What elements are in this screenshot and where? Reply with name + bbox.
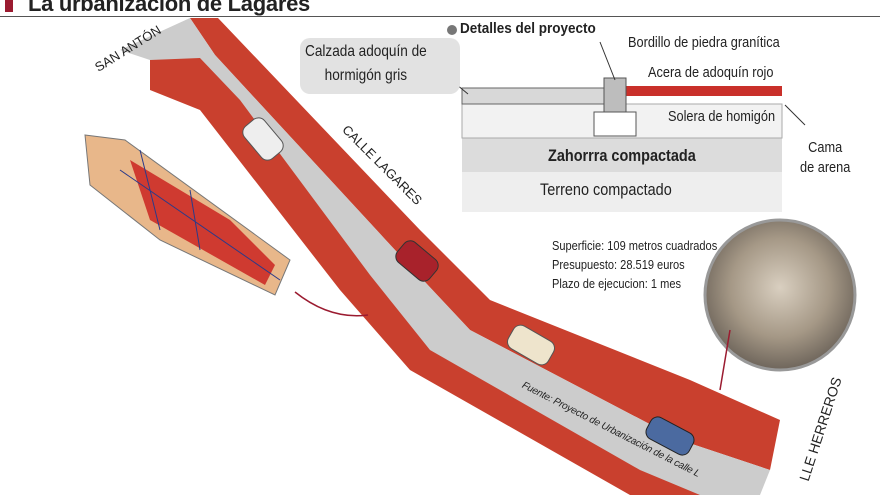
sidewalk-south xyxy=(150,58,700,495)
calzada-line-1: Calzada adoquín de xyxy=(305,43,427,60)
cama-line-1: Cama xyxy=(808,139,843,156)
zahorra-layer xyxy=(462,138,782,172)
zahorra-label: Zahorrra compactada xyxy=(548,146,696,165)
calzada-label-box xyxy=(300,38,460,94)
car-red xyxy=(395,240,439,282)
stat-surface: Superficie: 109 metros cuadrados xyxy=(552,238,718,253)
solera-label: Solera de homigón xyxy=(668,108,776,125)
adoquin-gris xyxy=(461,87,605,105)
cama-line-2: de arena xyxy=(800,159,851,176)
bordillo-label: Bordillo de piedra granítica xyxy=(628,34,780,51)
arrow xyxy=(294,291,369,317)
project-stats: Superficie: 109 metros cuadrados Presupu… xyxy=(552,236,717,293)
title-marker xyxy=(5,0,13,12)
calzada-label: Calzada adoquín de hormigón gris xyxy=(305,40,427,88)
acera-roja xyxy=(625,86,782,96)
details-heading: Detalles del proyecto xyxy=(460,20,596,37)
terreno-layer xyxy=(462,172,782,212)
car-blue xyxy=(645,416,695,456)
details-bullet xyxy=(447,25,457,35)
stat-budget: Presupuesto: 28.519 euros xyxy=(552,257,685,272)
page-title: La urbanización de Lagares xyxy=(28,0,310,16)
calzada-line-2: hormigón gris xyxy=(324,67,408,84)
stat-duration: Plazo de ejecucion: 1 mes xyxy=(552,276,682,291)
acera-label: Acera de adoquín rojo xyxy=(648,64,774,81)
site-photo xyxy=(703,218,857,372)
cama-label: Cama de arena xyxy=(800,138,850,178)
sidewalk-north xyxy=(190,18,780,470)
road xyxy=(120,18,770,495)
car-white-1 xyxy=(242,117,284,161)
terreno-label: Terreno compactado xyxy=(540,180,672,199)
car-white-2 xyxy=(507,324,555,366)
title-divider xyxy=(0,16,880,17)
